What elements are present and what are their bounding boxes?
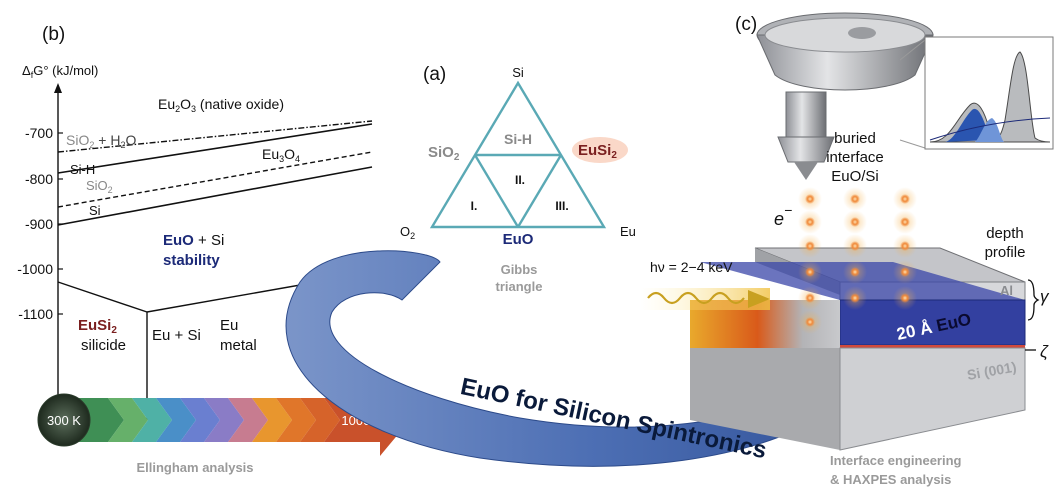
buried-label-2: interface <box>826 149 884 166</box>
region-1: I. <box>471 199 478 213</box>
eusi2-label: EuSi2 <box>78 317 117 336</box>
photon-beam <box>640 288 770 310</box>
depth-brace <box>1027 279 1040 321</box>
temp-start-label: 300 K <box>47 413 81 428</box>
panel-c-label: (c) <box>735 14 757 35</box>
panel-b-label: (b) <box>42 24 65 45</box>
region-sih: Si-H <box>504 131 532 147</box>
y-axis-arrowhead <box>54 83 62 93</box>
stability-label: stability <box>163 252 220 269</box>
electron-label: e− <box>774 202 792 229</box>
region-2: II. <box>515 173 525 187</box>
sio2-label: SiO2 <box>86 178 113 195</box>
line-si <box>57 166 373 226</box>
region-3: III. <box>555 199 568 213</box>
sio2-h2o-label: SiO2 + H2O <box>66 132 136 150</box>
triangle-line-l <box>473 154 520 228</box>
eu-metal-label-2: metal <box>220 337 257 354</box>
ellingham-caption: Ellingham analysis <box>136 460 253 475</box>
photoelectron-dots <box>798 187 917 334</box>
line-sio2-dashed <box>57 151 373 208</box>
al-label: Al <box>1000 283 1013 298</box>
gibbs-caption-2: triangle <box>496 279 543 294</box>
line-eu2o3 <box>57 123 373 174</box>
silicide-label: silicide <box>81 337 126 354</box>
eu2o3-label: Eu2O3 (native oxide) <box>158 96 284 114</box>
buried-label-1: buried <box>834 130 876 147</box>
euo-si-label: EuO + Si <box>163 232 224 249</box>
gibbs-triangle-panel: (a) Si O2 Eu Si-H I. II. III. SiO2 EuSi2… <box>400 64 636 294</box>
gamma-label: γ <box>1040 287 1050 306</box>
zeta-label: ζ <box>1040 342 1049 361</box>
triangle-line-r <box>516 154 563 228</box>
eu-si-label: Eu + Si <box>152 327 201 344</box>
curved-arrow <box>285 250 894 467</box>
y-tick-800: -800 <box>25 171 53 187</box>
haxpes-panel: (c) buried interface EuO/Si e− depth pro… <box>640 12 1054 487</box>
y-tick-1000: -1000 <box>17 261 53 277</box>
y-axis-label: ΔfG° (kJ/mol) <box>22 63 98 80</box>
depth-label-2: profile <box>985 244 1026 261</box>
spectrum-inset <box>899 36 1054 150</box>
sih-label: Si-H <box>70 162 95 177</box>
sample-block <box>690 247 1026 451</box>
y-tick-700: -700 <box>25 125 53 141</box>
depth-label-1: depth <box>986 225 1024 242</box>
line-euo-si-boundary <box>57 281 148 313</box>
y-tick-900: -900 <box>25 216 53 232</box>
eusi2-glow <box>572 137 628 163</box>
temperature-start-ball <box>37 393 91 447</box>
eusi2-corner-label: EuSi2 <box>578 142 617 161</box>
haxpes-caption-2: & HAXPES analysis <box>830 472 951 487</box>
si-label: Si <box>89 203 101 218</box>
eu3o4-label: Eu3O4 <box>262 146 300 164</box>
buried-label-3: EuO/Si <box>831 168 879 185</box>
panel-a-label: (a) <box>423 64 446 85</box>
vertex-si: Si <box>512 65 524 80</box>
gibbs-caption-1: Gibbs <box>501 262 538 277</box>
vertex-eu: Eu <box>620 224 636 239</box>
y-tick-1100: -1100 <box>18 306 53 322</box>
sio2-corner-label: SiO2 <box>428 144 460 163</box>
line-sio2-h2o <box>57 120 373 153</box>
euo-bottom-label: EuO <box>503 231 534 248</box>
eu-metal-label-1: Eu <box>220 317 238 334</box>
haxpes-caption-1: Interface engineering <box>830 453 962 468</box>
photon-energy-label: hν = 2−4 keV <box>650 259 733 275</box>
vertex-o2: O2 <box>400 224 415 241</box>
electron-analyzer-icon <box>756 12 934 180</box>
